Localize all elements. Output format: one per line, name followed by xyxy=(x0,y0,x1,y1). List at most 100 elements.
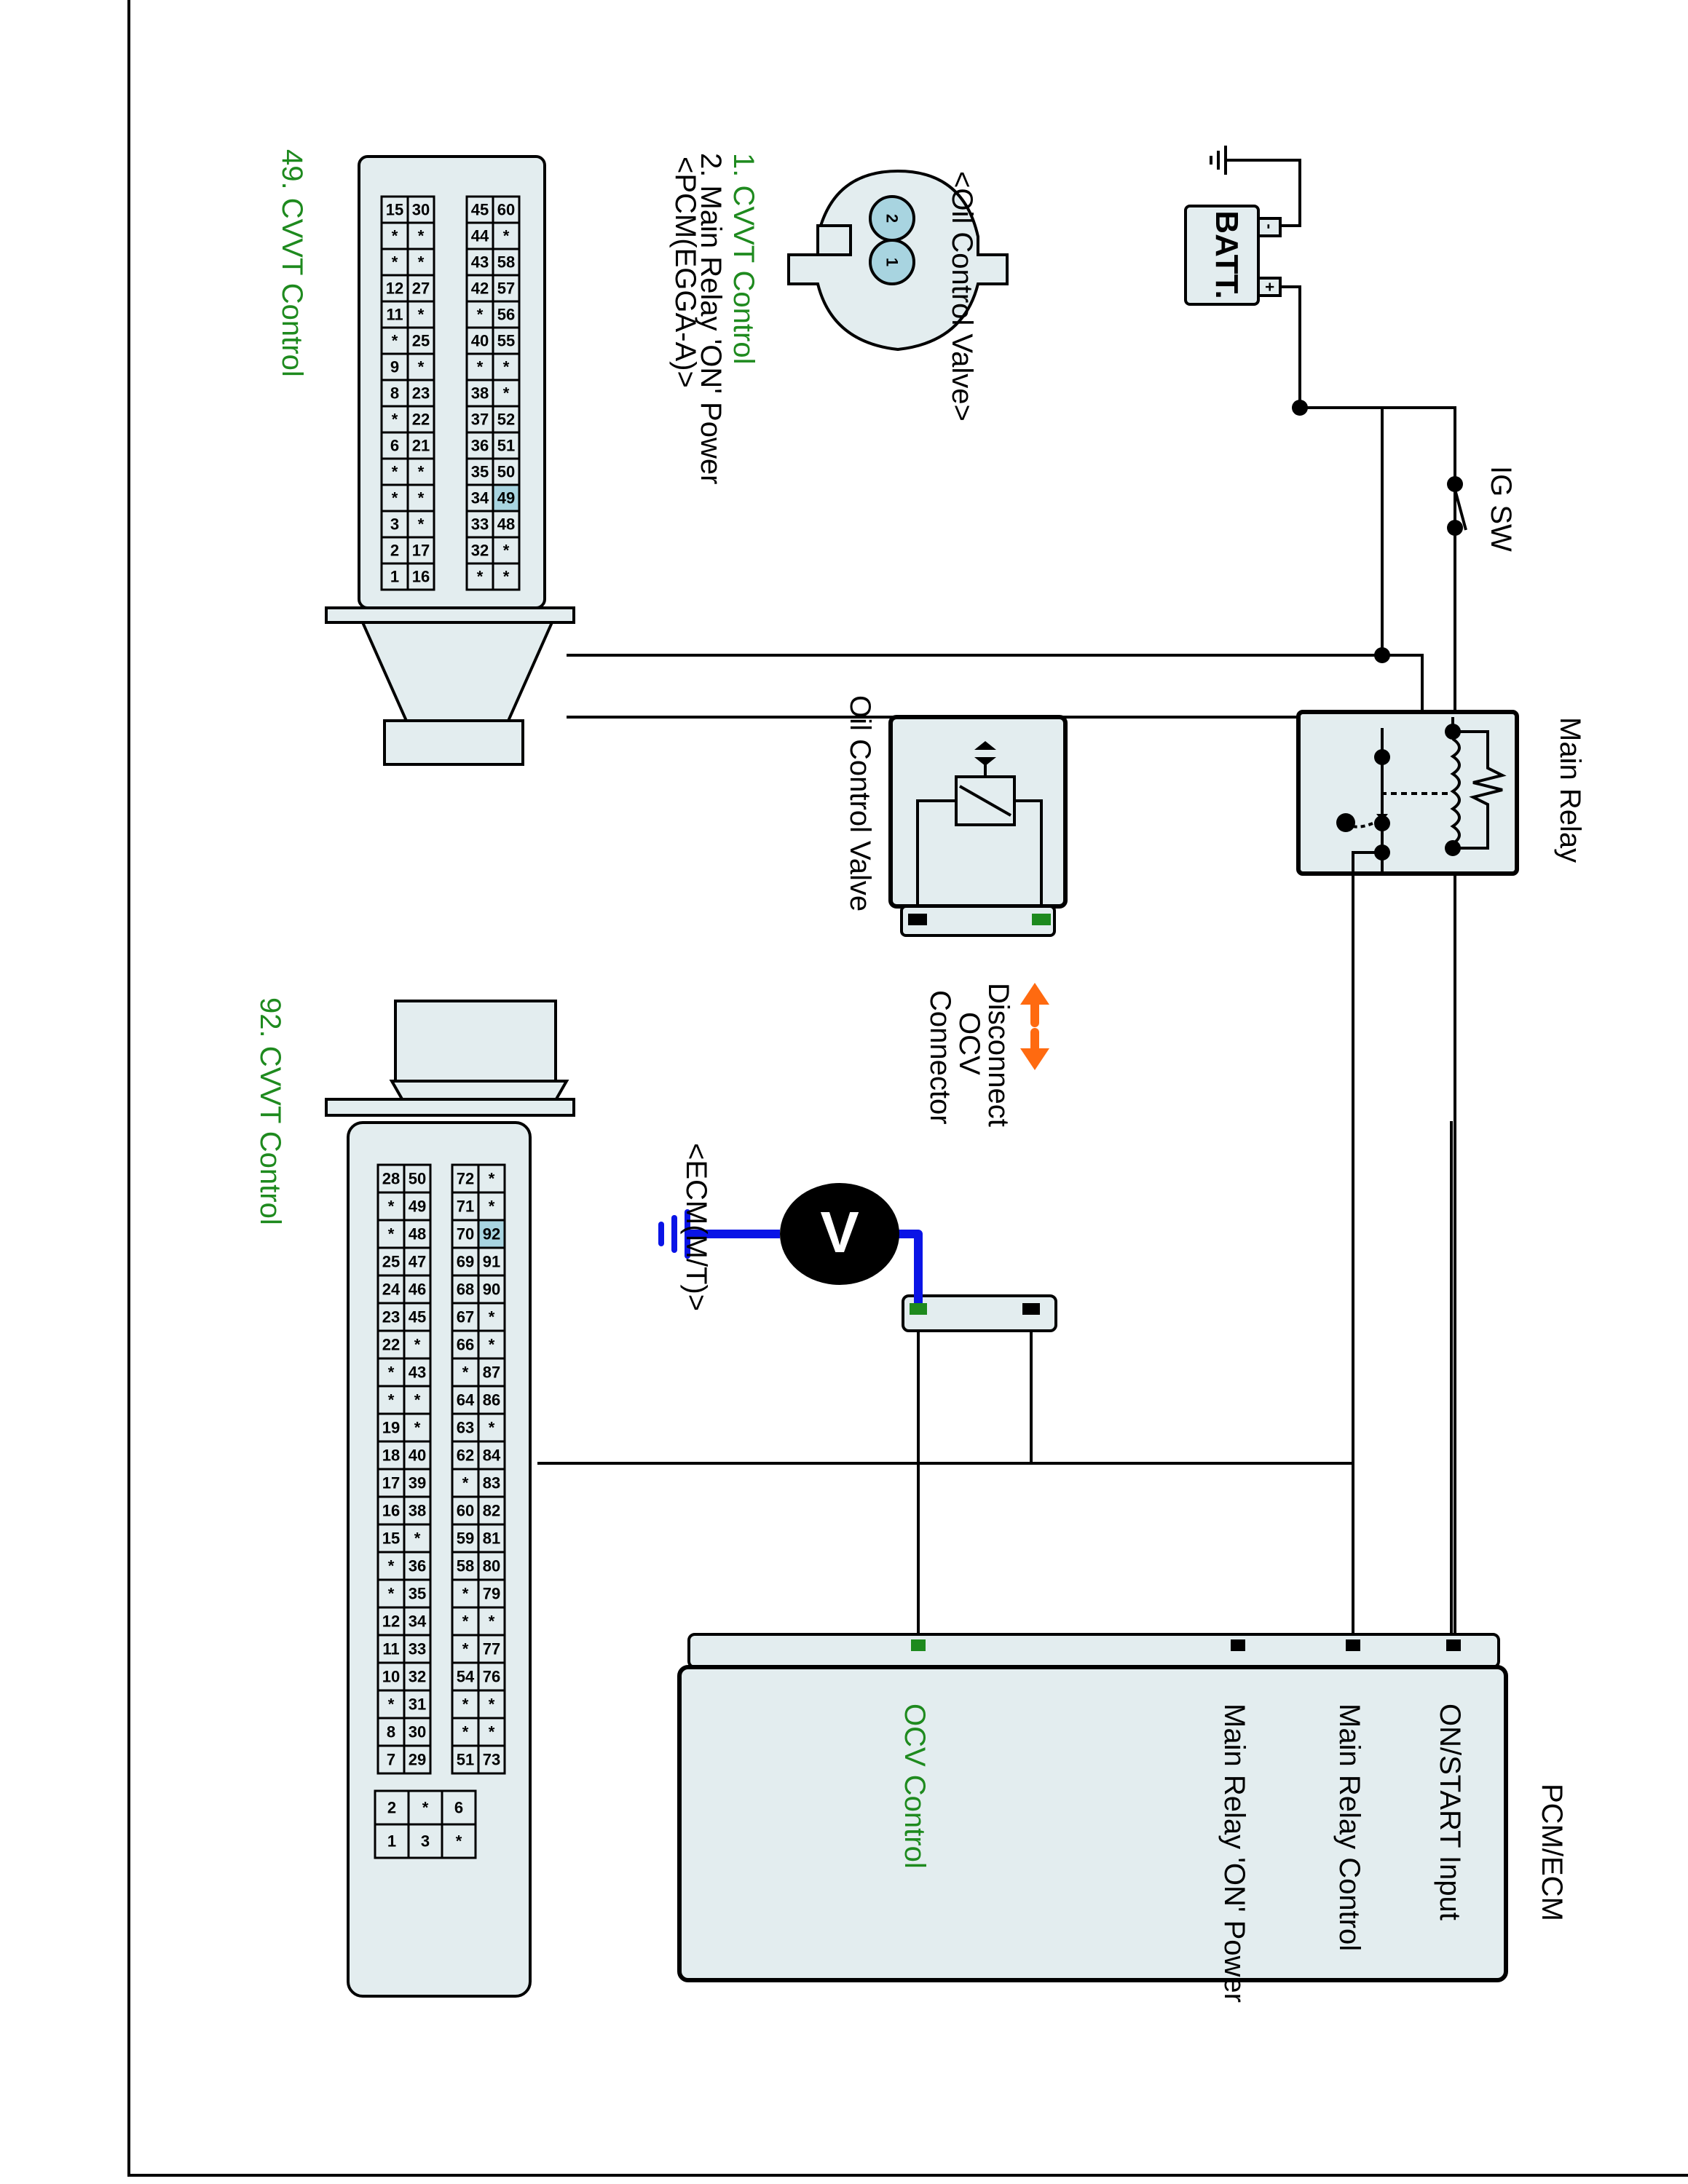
battery-pos-sign: + xyxy=(1261,282,1279,292)
ecm-pin-label: 33 xyxy=(409,1640,426,1658)
pcm-pin-label: 55 xyxy=(497,332,515,350)
pcm-pin-label: 8 xyxy=(390,384,399,403)
ig-switch: IG SW xyxy=(1447,466,1517,552)
pcm-pin-label: * xyxy=(418,253,425,272)
ecm-pin-label: 17 xyxy=(382,1474,400,1492)
pcm-connector-strip xyxy=(687,1633,1500,1669)
ecm-pin-label: * xyxy=(489,1170,495,1188)
ecm-pin-label: 67 xyxy=(457,1308,474,1326)
ecm-aux-pin-label: 1 xyxy=(387,1832,396,1851)
ecm-pin-label: 62 xyxy=(457,1447,474,1465)
ecm-pin-label: 54 xyxy=(457,1668,475,1686)
pcm-pin-label: 23 xyxy=(412,384,430,403)
ocv-pin-green xyxy=(1032,914,1051,925)
ecm-pin-label: * xyxy=(462,1613,469,1631)
pcm-pin-label: 50 xyxy=(497,463,515,481)
ecm-pin-label: 18 xyxy=(382,1447,400,1465)
ig-switch-label: IG SW xyxy=(1485,466,1517,552)
ecm-aux-pin-label: 3 xyxy=(421,1832,430,1851)
pcm-pin-label: * xyxy=(503,384,510,403)
pcm-pin-label: 3 xyxy=(390,515,399,534)
voltmeter-body xyxy=(780,1183,899,1285)
harness-pin-green xyxy=(910,1303,927,1315)
ecm-pin-label: 25 xyxy=(382,1253,400,1271)
pcm-pin-label: 49 xyxy=(497,489,515,507)
ocv-connector-latch xyxy=(816,224,852,256)
ecm-pin-label: 63 xyxy=(457,1419,474,1437)
pcm-pin-label: 30 xyxy=(412,201,430,219)
pcm-pin-label: 43 xyxy=(471,253,489,272)
ecm-pin-label: * xyxy=(414,1419,421,1437)
pcm-pin-grid: 60*58575655**5251504948**45444342*40*383… xyxy=(380,195,521,591)
pcm-ecm-terminal-label-1: Main Relay Control xyxy=(1333,1704,1365,1951)
ecm-pin-label: 22 xyxy=(382,1336,400,1354)
ecm-pin-label: * xyxy=(388,1585,395,1603)
pcm-pin-cell xyxy=(465,562,494,591)
terminal-ocv-control xyxy=(911,1639,926,1651)
pcm-pin-label: 57 xyxy=(497,280,515,298)
ecm-pin-label: 90 xyxy=(483,1281,500,1299)
pcm-pin-label: * xyxy=(392,463,398,481)
pcm-ecm-terminal-label-0: ON/START Input xyxy=(1434,1704,1466,1920)
pcm-connector-boot xyxy=(360,621,555,722)
ecm-pin-label: 66 xyxy=(457,1336,474,1354)
ocv-legend-1: 1. CVVT Control xyxy=(727,153,760,365)
ecm-pin-label: 50 xyxy=(409,1170,426,1188)
ecm-pin-label: 30 xyxy=(409,1723,426,1741)
pcm-connector-flange xyxy=(325,606,575,624)
voltmeter-symbol: V xyxy=(820,1200,859,1265)
ecm-pin-label: 73 xyxy=(483,1751,500,1769)
ecm-pin-label: 19 xyxy=(382,1419,400,1437)
ecm-pin-label: 86 xyxy=(483,1391,500,1409)
pcm-pin-label: 34 xyxy=(471,489,489,507)
pcm-pin-label: 9 xyxy=(390,358,399,376)
pcm-pin-label: 11 xyxy=(386,306,403,324)
pcm-pin-label: 35 xyxy=(471,463,489,481)
pcm-pin-label: * xyxy=(392,411,398,429)
ecm-pin-label: 45 xyxy=(409,1308,426,1326)
pcm-pin-label: 58 xyxy=(497,253,515,272)
ecm-pin-label: 32 xyxy=(409,1668,426,1686)
harness-power-wire xyxy=(567,1331,1033,1465)
disconnect-note-line-3: Connector xyxy=(924,990,956,1125)
ecm-pin-label: 77 xyxy=(483,1640,500,1658)
ocv-pin-black xyxy=(908,914,927,925)
pcm-ecm-terminal-label-2: Main Relay 'ON' Power xyxy=(1218,1704,1250,2003)
pcm-pin-label: 60 xyxy=(497,201,515,219)
pcm-pin-label: 40 xyxy=(471,332,489,350)
pcm-pin-label: * xyxy=(418,489,425,507)
ecm-pin-label: 34 xyxy=(409,1613,427,1631)
ecm-pin-label: * xyxy=(489,1308,495,1326)
relay-to-ocv-wire xyxy=(537,1121,1354,1465)
pcm-pin-label: 12 xyxy=(386,280,403,298)
pcm-pin-label: 16 xyxy=(412,568,430,586)
ecm-aux-pin-label: * xyxy=(422,1799,429,1817)
ecm-connector-face: <ECM(M/T)> **929190**8786*848382818079*7… xyxy=(254,997,712,1998)
ecm-pin-label: 7 xyxy=(387,1751,395,1769)
ecm-pin-label: * xyxy=(489,1723,495,1741)
ocv-connector-strip xyxy=(900,905,1056,937)
ecm-pin-label: 68 xyxy=(457,1281,474,1299)
pcm-pin-label: 36 xyxy=(471,437,489,455)
pcm-pin-label: * xyxy=(503,542,510,560)
ecm-pin-label: 58 xyxy=(457,1557,474,1575)
ecm-pin-label: * xyxy=(388,1391,395,1409)
ecm-pin-label: 64 xyxy=(457,1391,475,1409)
ecm-aux-pin-label: 6 xyxy=(454,1799,463,1817)
pcm-pin-label: 37 xyxy=(471,411,489,429)
ecm-aux-pin-cell xyxy=(374,1823,410,1859)
ecm-pin-label: 47 xyxy=(409,1253,426,1271)
ocv-connector-face: 2 1 <Oil Control Valve> 1. CVVT Control … xyxy=(695,153,1009,484)
pcm-pin-cell xyxy=(380,562,409,591)
ecm-pin-label: * xyxy=(489,1198,495,1216)
ecm-pin-label: 31 xyxy=(409,1696,426,1714)
pcm-pin-label: * xyxy=(418,358,425,376)
ecm-aux-pin-label: 2 xyxy=(387,1799,396,1817)
ecm-pin-label: 29 xyxy=(409,1751,426,1769)
ecm-aux-pin-label: * xyxy=(456,1832,462,1851)
ecm-pin-label: 70 xyxy=(457,1225,474,1243)
ecm-pin-label: * xyxy=(414,1530,421,1548)
ocv-pin-2-label: 2 xyxy=(883,214,902,223)
ecm-pin-label: 60 xyxy=(457,1502,474,1520)
